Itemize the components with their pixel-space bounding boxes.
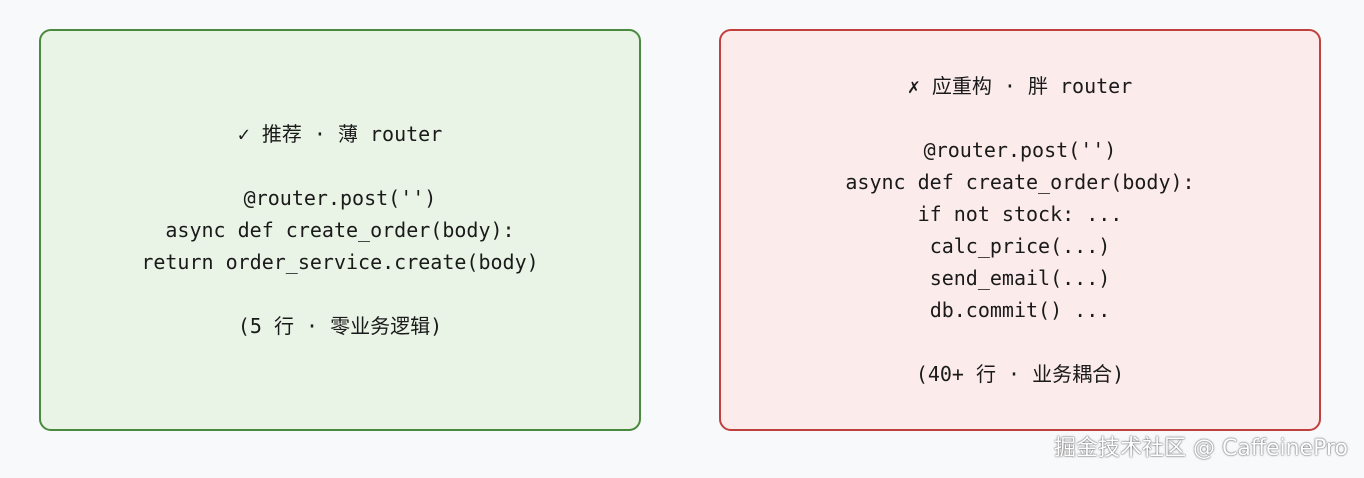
- code-line: return order_service.create(body): [141, 250, 539, 274]
- code-line: send_email(...): [929, 266, 1111, 290]
- code-line: @router.post(''): [923, 138, 1117, 162]
- code-line: @router.post(''): [243, 186, 437, 210]
- code-line: if not stock: ...: [917, 202, 1123, 226]
- recommended-thin-router-card: ✓ 推荐 · 薄 router @router.post('') async d…: [39, 29, 641, 431]
- code-line: calc_price(...): [929, 234, 1111, 258]
- card-note: (5 行 · 零业务逻辑): [237, 314, 443, 338]
- card-title: ✗ 应重构 · 胖 router: [907, 74, 1133, 98]
- card-title: ✓ 推荐 · 薄 router: [237, 122, 443, 146]
- refactor-fat-router-card: ✗ 应重构 · 胖 router @router.post('') async …: [719, 29, 1321, 431]
- code-line: async def create_order(body):: [845, 170, 1195, 194]
- code-line: db.commit() ...: [929, 298, 1111, 322]
- watermark: 掘金技术社区 @ CaffeinePro: [1053, 436, 1348, 461]
- code-line: async def create_order(body):: [165, 218, 515, 242]
- card-note: (40+ 行 · 业务耦合): [915, 362, 1125, 386]
